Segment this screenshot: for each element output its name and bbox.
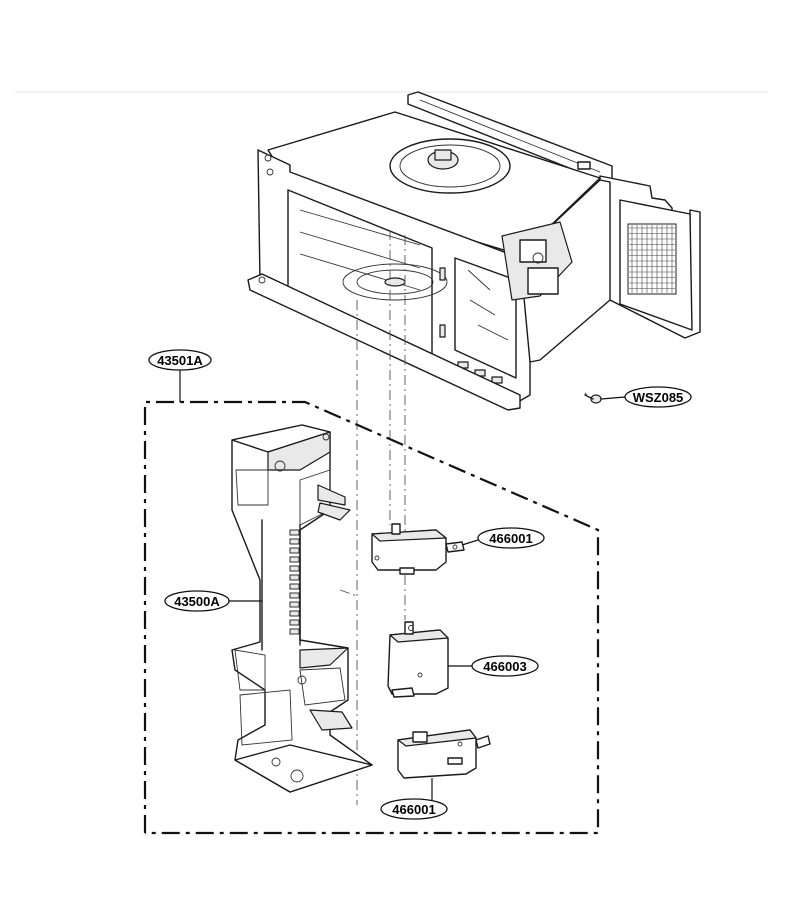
callout-switch-bottom: 466001 xyxy=(380,778,448,820)
callout-label-466003: 466003 xyxy=(483,659,526,674)
screw-illustration xyxy=(584,392,602,404)
callout-switch-top: 466001 xyxy=(461,527,545,549)
stirrer-top xyxy=(389,138,511,194)
vent-grid xyxy=(627,223,677,295)
callout-switch-middle: 466003 xyxy=(448,655,539,677)
micro-switch-top-illustration xyxy=(371,523,465,575)
callout-label-43501a: 43501A xyxy=(157,353,203,368)
callout-label-466001-top: 466001 xyxy=(489,531,532,546)
callout-label-466001-bottom: 466001 xyxy=(392,802,435,817)
callout-label-wsz085: WSZ085 xyxy=(633,390,684,405)
callout-assembly: 43501A xyxy=(148,349,212,402)
micro-switch-bottom-illustration xyxy=(397,729,491,779)
callout-label-43500a: 43500A xyxy=(174,594,220,609)
interlock-bracket-illustration xyxy=(467,221,573,341)
micro-switch-middle-illustration xyxy=(387,621,449,698)
oven-cavity-illustration xyxy=(247,91,701,411)
callout-screw: WSZ085 xyxy=(600,386,692,408)
assembly-group-boundary xyxy=(143,400,600,835)
latch-bracket-illustration xyxy=(231,424,373,793)
callout-bracket: 43500A xyxy=(164,590,262,612)
